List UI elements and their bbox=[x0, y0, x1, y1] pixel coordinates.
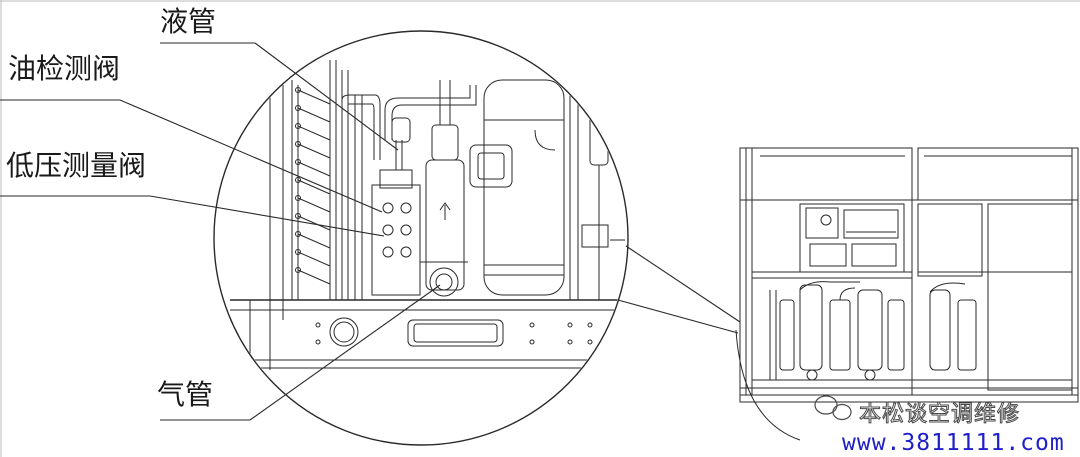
label-gas-pipe: 气管 bbox=[157, 378, 214, 411]
wechat-icon bbox=[814, 395, 852, 421]
accumulator bbox=[425, 80, 465, 291]
label-oil-check-valve: 油检测阀 bbox=[8, 52, 121, 85]
leader-lines bbox=[0, 42, 741, 421]
label-liquid-pipe: 液管 bbox=[160, 5, 217, 38]
compressor bbox=[469, 79, 565, 296]
watermark-text: 本松谈空调维修 bbox=[858, 402, 1021, 428]
lower-piping bbox=[769, 281, 977, 381]
gas-valve bbox=[420, 261, 468, 297]
control-panel bbox=[799, 203, 905, 273]
label-low-pressure-valve: 低压测量阀 bbox=[6, 149, 147, 182]
outdoor-unit bbox=[735, 147, 1079, 441]
watermark-url: www.3811111.com bbox=[842, 430, 1065, 456]
base-frame bbox=[230, 299, 620, 369]
valve-block bbox=[371, 117, 421, 296]
zoom-circle bbox=[213, 30, 629, 446]
magnified-detail bbox=[230, 60, 625, 370]
fin-tubes bbox=[295, 87, 331, 285]
